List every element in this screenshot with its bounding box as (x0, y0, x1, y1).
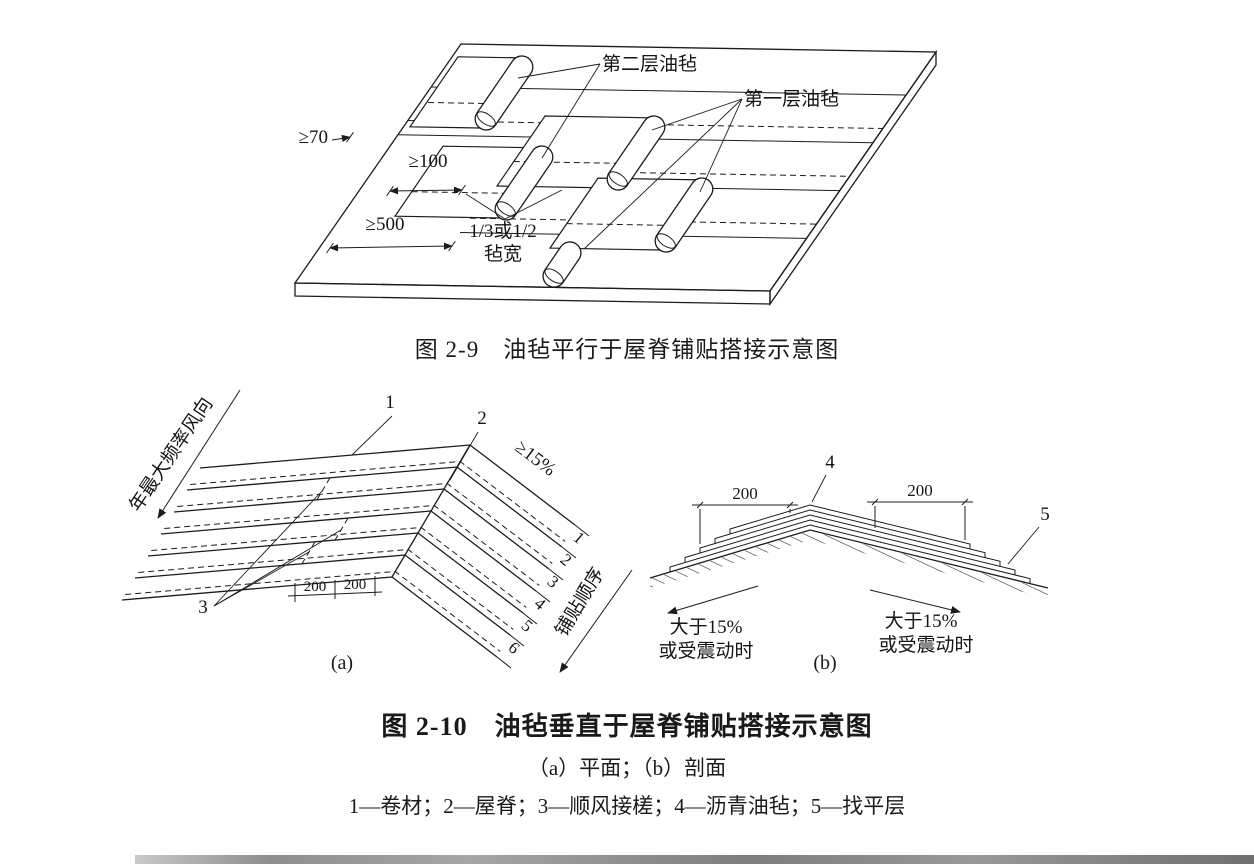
ridge-line (391, 444, 471, 578)
felt-roll (606, 115, 666, 191)
screed-hatch (650, 531, 1048, 598)
figure-2-10-subcaption: （a）平面；（b）剖面 (527, 756, 727, 780)
roof-slab (293, 43, 938, 307)
felt-strips-plan (121, 444, 576, 658)
dimension-100: ≥100 (386, 151, 466, 197)
first-layer-felt-label: 第一层油毡 (744, 88, 839, 110)
felt-roll (542, 241, 582, 288)
figure-2-10-caption: 图 2-10 油毡垂直于屋脊铺贴搭接示意图 (381, 712, 873, 741)
laying-order-arrow (559, 569, 633, 673)
figure-2-10-legend: 1—卷材；2—屋脊；3—顺风接槎；4—沥青油毡；5—找平层 (348, 794, 906, 818)
second-layer-felt-label: 第二层油毡 (602, 53, 697, 75)
figure-2-9-drawing: 第二层油毡 第一层油毡 ≥70 ≥100 ≥500 (293, 43, 938, 307)
strip-number: 1 (570, 528, 589, 548)
strip-number: 6 (505, 638, 524, 658)
screed-surface (649, 529, 1049, 589)
section-sub-label: (b) (813, 652, 837, 674)
ref-5: 5 (1007, 504, 1050, 565)
felt-layers-section (669, 504, 1031, 584)
ref-4: 4 (811, 452, 835, 503)
felt-width-text-1: 1/3或1/2 (469, 220, 537, 242)
felt-width-text-2: 毡宽 (484, 243, 522, 265)
felt-rolls (474, 55, 714, 288)
dim-70-text: ≥70 (299, 127, 328, 148)
dimension-70: ≥70 (299, 127, 354, 148)
dim-500-text: ≥500 (366, 214, 405, 235)
plan-view: 年最大频率风向 ≥15% 1 2 3 (121, 389, 633, 673)
slope-note-left: 大于15% 或受震动时 (658, 585, 759, 662)
felt-width-note: 1/3或1/2 毡宽 (465, 189, 563, 265)
figure-2-10-drawing: 年最大频率风向 ≥15% 1 2 3 (121, 389, 1050, 673)
strip-number: 4 (531, 594, 550, 614)
dim-100-text: ≥100 (409, 151, 448, 172)
felt-roll (474, 55, 534, 131)
felt-roll (654, 177, 714, 253)
section-dim-left: 200 (692, 484, 798, 544)
strip-number: 2 (557, 550, 576, 570)
plan-sub-label: (a) (330, 652, 354, 674)
wind-direction: 年最大频率风向 (125, 389, 241, 519)
ref-2-text: 2 (477, 408, 487, 429)
scan-edge-artifact (135, 855, 1254, 864)
slope-note-right-text-1: 大于15% (885, 610, 958, 632)
plan-slope-label: ≥15% (511, 437, 560, 481)
slope-note-left-text-2: 或受震动时 (658, 640, 753, 662)
section-view: 200 200 4 5 (649, 452, 1050, 662)
stagger-dim-text-2: 200 (344, 577, 367, 593)
ref-1: 1 (351, 392, 395, 456)
slope-arrow-right (869, 589, 961, 614)
ref-3: 3 (198, 477, 349, 618)
dimension-500: ≥500 (326, 214, 456, 254)
slope-note-right: 大于15% 或受震动时 (869, 589, 974, 656)
slope-arrow-left (667, 585, 759, 615)
slope-note-right-text-2: 或受震动时 (878, 634, 973, 656)
ref-3-text: 3 (198, 597, 208, 618)
ref-1-text: 1 (385, 392, 395, 413)
ref-4-text: 4 (825, 452, 835, 473)
ref-2: 2 (449, 408, 487, 481)
slope-note-left-text-1: 大于15% (670, 616, 743, 638)
strip-number: 3 (544, 572, 563, 592)
figure-2-9-caption: 图 2-9 油毡平行于屋脊铺贴搭接示意图 (414, 337, 840, 362)
wind-direction-arrow (157, 389, 241, 519)
section-dim-right: 200 (867, 481, 973, 540)
ref-5-text: 5 (1040, 504, 1050, 525)
section-dim-left-text: 200 (732, 484, 758, 503)
strip-number: 5 (518, 616, 537, 636)
stagger-dim-text-1: 200 (304, 579, 327, 595)
plan-stagger-dimension: 200 200 (287, 576, 383, 602)
felt-layer-callouts: 第二层油毡 第一层油毡 (517, 53, 839, 250)
section-dim-right-text: 200 (907, 481, 933, 500)
